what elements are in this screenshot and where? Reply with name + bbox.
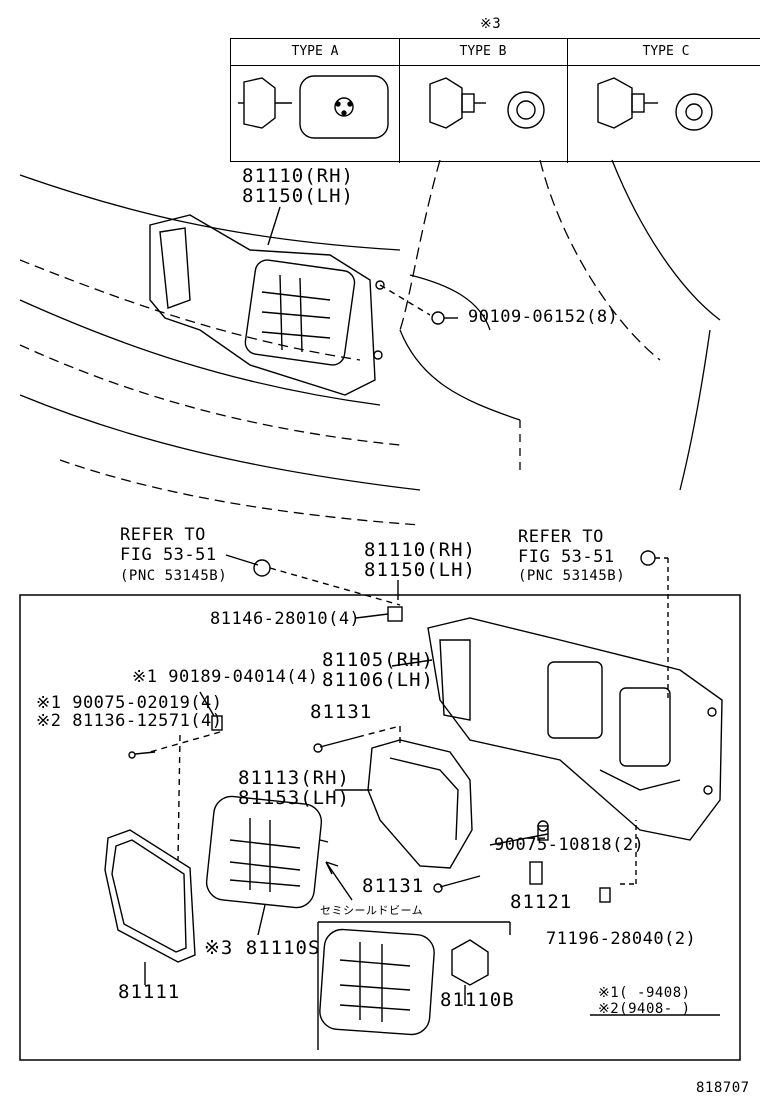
clip-refer-left-icon	[253, 559, 271, 577]
halogen-unit-shape	[317, 921, 511, 1050]
type-b-bulb-front-icon	[507, 91, 545, 129]
sealed-beam-note: セミシールドビーム	[320, 904, 424, 917]
table-note-mark: ※3	[480, 16, 502, 32]
screw-90075-b-icon	[537, 820, 549, 841]
screw-81136-icon	[128, 751, 156, 759]
clip-71196-label: 71196-28040(2)	[546, 929, 697, 949]
type-c-bulb-side-icon	[597, 77, 658, 129]
rim-81111-label: 81111	[118, 981, 181, 1003]
screw-81131-a-icon	[313, 736, 359, 753]
screw-upper-icon	[431, 311, 458, 325]
housing-lh-label: 81106(LH)	[322, 669, 434, 691]
socket-81121-icon	[529, 861, 543, 885]
socket-81121-label: 81121	[510, 891, 573, 913]
nut-81146-icon	[387, 606, 403, 622]
clip-90189-label: ※1 90189-04014(4)	[132, 667, 319, 687]
refer-right-line1: REFER TO	[518, 527, 604, 547]
rim-shape	[104, 829, 196, 963]
bracket-rh-label: 81113(RH)	[238, 767, 350, 789]
refer-left-line1: REFER TO	[120, 525, 206, 545]
mid-part-rh-label: 81110(RH)	[364, 539, 476, 561]
upper-part-lh-label: 81150(LH)	[242, 185, 354, 207]
type-table: TYPE A TYPE B TYPE C	[230, 38, 760, 163]
housing-shape	[427, 617, 723, 841]
type-divider	[567, 39, 568, 163]
refer-left-line3: (PNC 53145B)	[120, 568, 228, 584]
refer-right-line3: (PNC 53145B)	[518, 568, 626, 584]
type-c-header: TYPE C	[567, 39, 760, 66]
type-c-bulb-front-icon	[675, 93, 713, 131]
sealed-beam-part-label: ※3 81110S	[204, 937, 321, 959]
figure-number: 818707	[696, 1080, 750, 1096]
clip-refer-right-icon	[640, 550, 656, 566]
screw-81131-a-label: 81131	[310, 701, 373, 723]
sealed-beam-shape	[205, 795, 329, 909]
bracket-lh-label: 81153(LH)	[238, 787, 350, 809]
clip-90189-icon	[211, 715, 223, 731]
legend-note-2: ※2(9408- )	[598, 1001, 691, 1017]
assembly-frame	[19, 594, 741, 1061]
screw-81131-b-label: 81131	[362, 875, 425, 897]
type-b-bulb-side-icon	[429, 77, 486, 129]
bracket-shape	[367, 739, 473, 869]
type-a-header: TYPE A	[231, 39, 399, 66]
screw-90075-a-label: ※1 90075-02019(4)	[36, 693, 223, 713]
refer-right-line2: FIG 53-51	[518, 547, 615, 567]
upper-part-rh-label: 81110(RH)	[242, 165, 354, 187]
upper-headlamp-assembly	[149, 214, 385, 396]
vehicle-body-outline	[19, 159, 721, 526]
screw-81136-label: ※2 81136-12571(4)	[36, 711, 223, 731]
nut-81146-label: 81146-28010(4)	[210, 609, 361, 629]
refer-left-line2: FIG 53-51	[120, 545, 217, 565]
type-a-bulb-front-icon	[299, 75, 389, 139]
screw-81131-b-icon	[433, 875, 481, 893]
type-divider	[399, 39, 400, 163]
screw-90075-b-label: 90075-10818(2)	[494, 835, 645, 855]
type-b-header: TYPE B	[399, 39, 567, 66]
type-a-bulb-side-icon	[238, 77, 292, 129]
screw-upper-label: 90109-06152(8)	[468, 307, 619, 327]
mid-part-lh-label: 81150(LH)	[364, 559, 476, 581]
housing-rh-label: 81105(RH)	[322, 649, 434, 671]
clip-71196-icon	[599, 887, 611, 903]
unit-81110b-label: 81110B	[440, 989, 515, 1011]
legend-note-1: ※1( -9408)	[598, 985, 691, 1001]
